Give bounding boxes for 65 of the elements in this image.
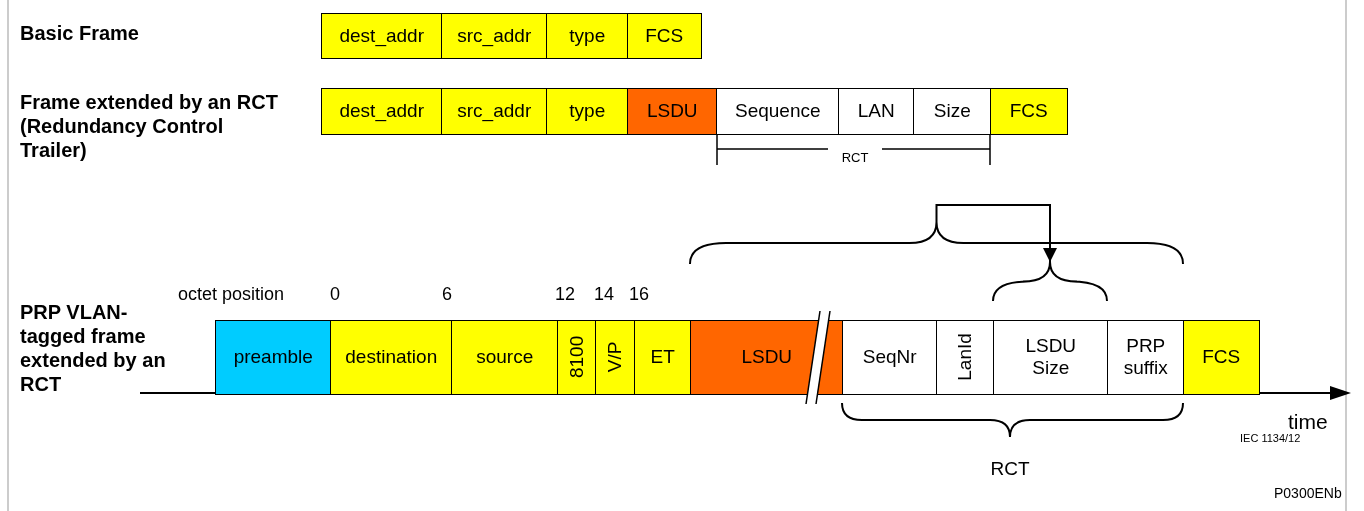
field-label: LanId <box>954 333 977 381</box>
field-label: 8100 <box>565 336 588 379</box>
frame-field <box>330 320 453 395</box>
field-label: type <box>569 24 606 47</box>
bracket-label: RCT <box>841 150 869 165</box>
frame-field <box>441 13 548 59</box>
axis-label: octet position <box>178 284 285 305</box>
field-label: FCS <box>645 24 684 47</box>
row-title: Basic Frame <box>20 22 139 45</box>
frame-field <box>321 88 443 135</box>
field-label: V/P <box>604 341 627 373</box>
octet-number: 16 <box>629 284 650 305</box>
reference-code: IEC 1134/12 <box>1240 432 1301 444</box>
frame-field <box>634 320 692 395</box>
field-label: preamble <box>233 346 313 369</box>
field-label: type <box>569 100 606 123</box>
field-label: ET <box>650 346 675 369</box>
field-label: LSDU <box>741 346 793 369</box>
field-label: PRP suffix <box>1122 335 1169 380</box>
frame-field <box>842 320 938 395</box>
figure-code: P0300ENb <box>1274 485 1342 501</box>
field-label: Sequence <box>734 100 821 123</box>
frame-field <box>215 320 332 395</box>
frame-field <box>546 13 629 59</box>
field-label: FCS <box>1202 346 1241 369</box>
arrow <box>935 204 1057 263</box>
frame-field <box>546 88 629 135</box>
field-label: dest_addr <box>339 24 424 47</box>
frame-field <box>595 320 636 395</box>
brace-label: RCT <box>990 458 1030 480</box>
field-label: FCS <box>1009 100 1048 123</box>
frame-field <box>441 88 548 135</box>
frame-field <box>627 13 702 59</box>
curly-brace <box>993 262 1107 301</box>
row-title: Frame extended by an RCT (Redundancy Control Trailer) <box>20 90 279 162</box>
frame-field <box>993 320 1109 395</box>
field-label: LSDU <box>646 100 698 123</box>
field-label: destination <box>345 346 438 369</box>
frame-field <box>557 320 597 395</box>
field-label: dest_addr <box>339 100 424 123</box>
octet-number: 6 <box>442 284 452 305</box>
frame-field <box>690 320 844 395</box>
frame-field <box>716 88 840 135</box>
frame-field <box>838 88 915 135</box>
frame-field <box>1183 320 1260 395</box>
field-label: Size <box>933 100 971 123</box>
frame-field <box>627 88 718 135</box>
field-label: src_addr <box>457 24 532 47</box>
frame-field <box>1107 320 1185 395</box>
field-label: LAN <box>857 100 895 123</box>
octet-number: 12 <box>555 284 576 305</box>
axis-label: time <box>1288 410 1328 434</box>
octet-number: 0 <box>330 284 340 305</box>
octet-number: 14 <box>594 284 615 305</box>
frame-field <box>451 320 559 395</box>
frame-field <box>936 320 995 395</box>
field-label: LSDU Size <box>1024 335 1078 380</box>
field-label: SeqNr <box>862 346 917 369</box>
field-label: src_addr <box>457 100 532 123</box>
field-label: source <box>476 346 534 369</box>
row-title: PRP VLAN-tagged frame extended by an RCT <box>20 300 167 396</box>
curly-brace <box>690 222 1183 264</box>
frame-field <box>321 13 443 59</box>
frame-field <box>913 88 992 135</box>
frame-field <box>990 88 1068 135</box>
